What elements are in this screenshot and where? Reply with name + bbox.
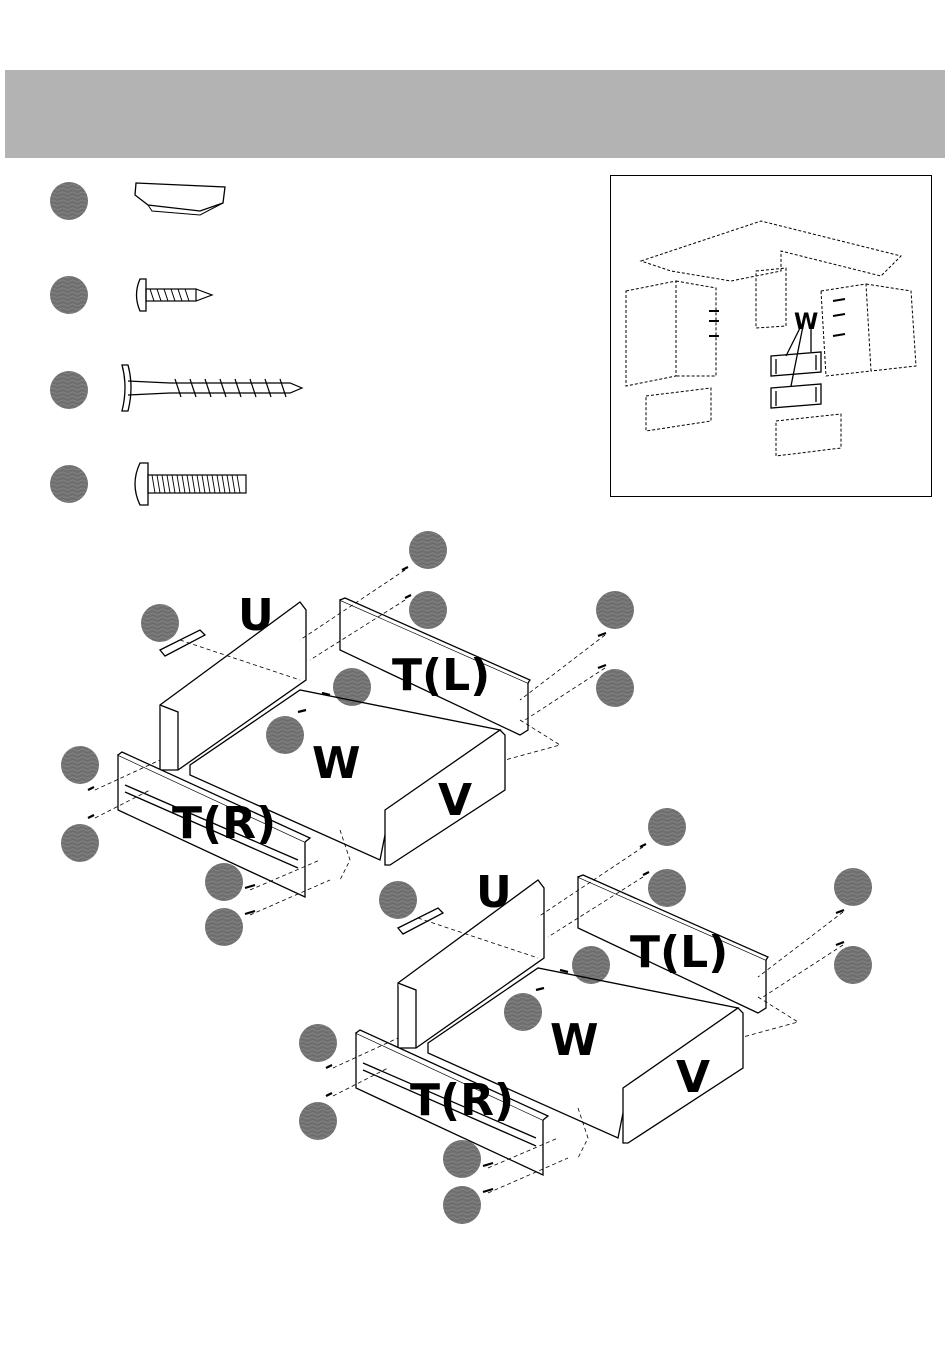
corner-block-icon — [135, 183, 225, 215]
inset-label-w: W — [794, 310, 818, 335]
label-bottom-panel-w-2: W — [550, 1015, 599, 1066]
part-badge-3 — [50, 371, 88, 409]
label-side-panel-tl: T(L) — [392, 650, 490, 701]
long-screw-icon — [122, 365, 302, 411]
label-front-panel-v: V — [438, 775, 472, 826]
label-back-panel-u: U — [238, 590, 274, 641]
label-side-panel-tl-2: T(L) — [630, 927, 728, 978]
label-front-panel-v-2: V — [676, 1052, 710, 1103]
overview-inset: W — [610, 175, 932, 497]
part-badge-2 — [50, 276, 88, 314]
label-bottom-panel-w: W — [312, 738, 361, 789]
label-side-panel-tr-2: T(R) — [410, 1075, 514, 1126]
parts-list — [40, 175, 330, 515]
machine-bolt-icon — [135, 463, 246, 505]
short-screw-icon — [137, 279, 213, 311]
drawer-exploded-diagrams: U T(L) W T(R) V — [0, 520, 950, 1240]
part-badge-1 — [50, 182, 88, 220]
part-badge-4 — [50, 465, 88, 503]
label-side-panel-tr: T(R) — [172, 798, 276, 849]
drawer-2-assembly: U T(L) W T(R) V — [299, 808, 872, 1224]
desk-exploded-overview-icon: W — [611, 176, 931, 496]
label-back-panel-u-2: U — [476, 867, 512, 918]
drawer-1-assembly: U T(L) W T(R) V — [61, 531, 634, 946]
step-header-band — [5, 70, 945, 158]
